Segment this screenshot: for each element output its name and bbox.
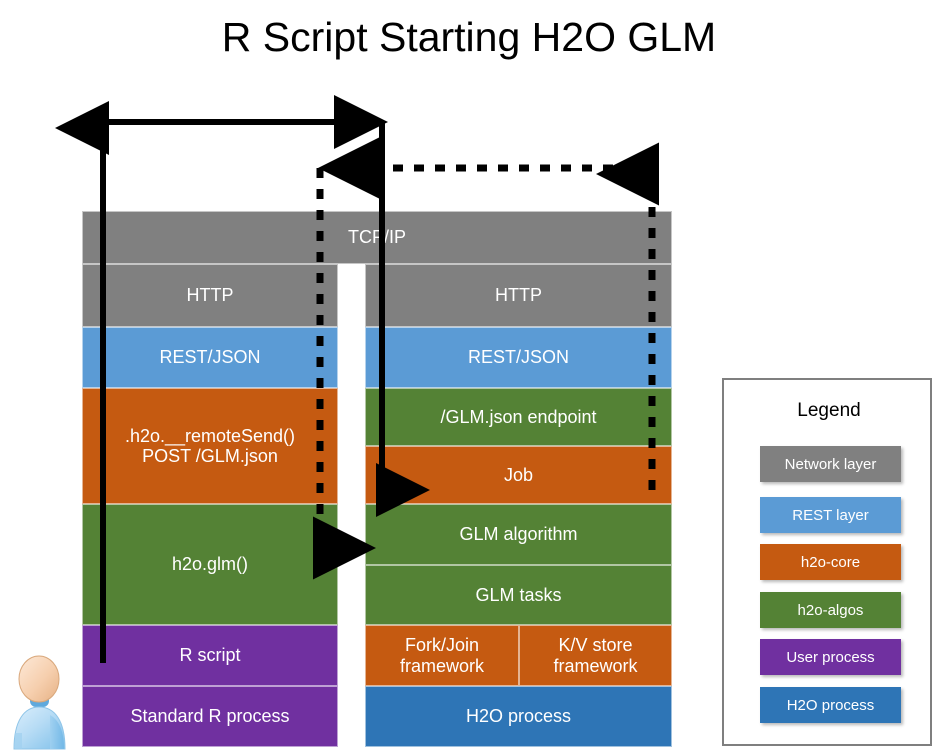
left-block-r-script: R script [82,625,338,686]
legend-item-label: REST layer [792,506,869,524]
left-block-standard-r-process: Standard R process [82,686,338,747]
legend-item-h2o-process: H2O process [760,687,901,723]
block-tcp-ip: TCP/IP [82,211,672,264]
legend-item-h2o-core: h2o-core [760,544,901,580]
right-block-job: Job [365,446,672,504]
right-block-glm-tasks: GLM tasks [365,565,672,625]
legend-panel: Legend Network layer REST layer h2o-core… [722,378,932,746]
legend-item-network-layer: Network layer [760,446,901,482]
legend-item-label: h2o-algos [797,601,864,619]
legend-item-h2o-algos: h2o-algos [760,592,901,628]
legend-title: Legend [797,400,861,421]
left-block-remote-send: .h2o.__remoteSend() POST /GLM.json [82,388,338,504]
legend-item-label: User process [786,648,875,666]
left-block-http: HTTP [82,264,338,327]
right-block-http: HTTP [365,264,672,327]
right-block-kv-store-framework: K/V store framework [519,625,672,686]
legend-item-rest-layer: REST layer [760,497,901,533]
page-title: R Script Starting H2O GLM [221,14,717,60]
legend-item-label: H2O process [786,696,875,714]
legend-item-label: h2o-core [800,553,861,571]
legend-item-label: Network layer [784,455,877,473]
right-block-glm-algorithm: GLM algorithm [365,504,672,565]
right-block-h2o-process: H2O process [365,686,672,747]
left-block-h2o-glm: h2o.glm() [82,504,338,625]
user-avatar-icon [13,655,66,750]
legend-item-user-process: User process [760,639,901,675]
left-block-rest-json: REST/JSON [82,327,338,388]
right-block-glm-json-endpoint: /GLM.json endpoint [365,388,672,446]
right-block-fork-join-framework: Fork/Join framework [365,625,519,686]
right-block-rest-json: REST/JSON [365,327,672,388]
